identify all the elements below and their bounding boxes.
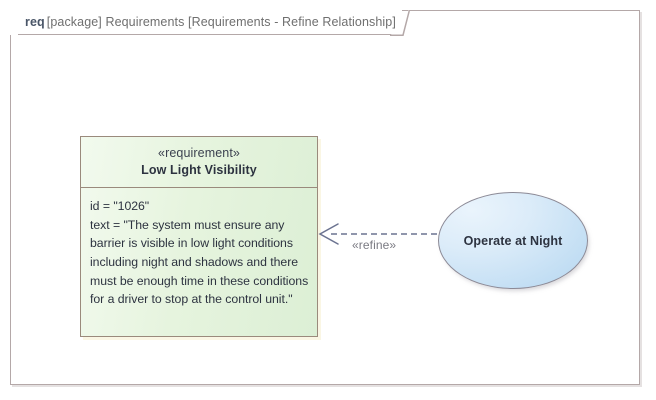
diagram-title-label: [package] Requirements [Requirements - R… — [46, 15, 396, 29]
use-case-label: Operate at Night — [463, 233, 563, 248]
frame-tab-body: req [package] Requirements [Requirements… — [18, 10, 402, 35]
requirement-compartment: id = "1026" text = "The system must ensu… — [81, 188, 317, 309]
requirement-header: «requirement» Low Light Visibility — [81, 137, 317, 188]
refine-connector-label: «refine» — [352, 238, 397, 252]
use-case-node[interactable]: Operate at Night — [438, 192, 588, 289]
diagram-frame-title-tab[interactable]: req [package] Requirements [Requirements… — [10, 10, 402, 35]
requirement-stereotype: «requirement» — [158, 146, 240, 161]
requirement-name: Low Light Visibility — [141, 163, 257, 177]
diagram-kind-label: req — [25, 15, 45, 29]
requirement-property-id: id = "1026" — [90, 199, 150, 213]
requirement-property-text: text = "The system must ensure any barri… — [90, 217, 312, 307]
requirement-block[interactable]: «requirement» Low Light Visibility id = … — [80, 136, 318, 337]
